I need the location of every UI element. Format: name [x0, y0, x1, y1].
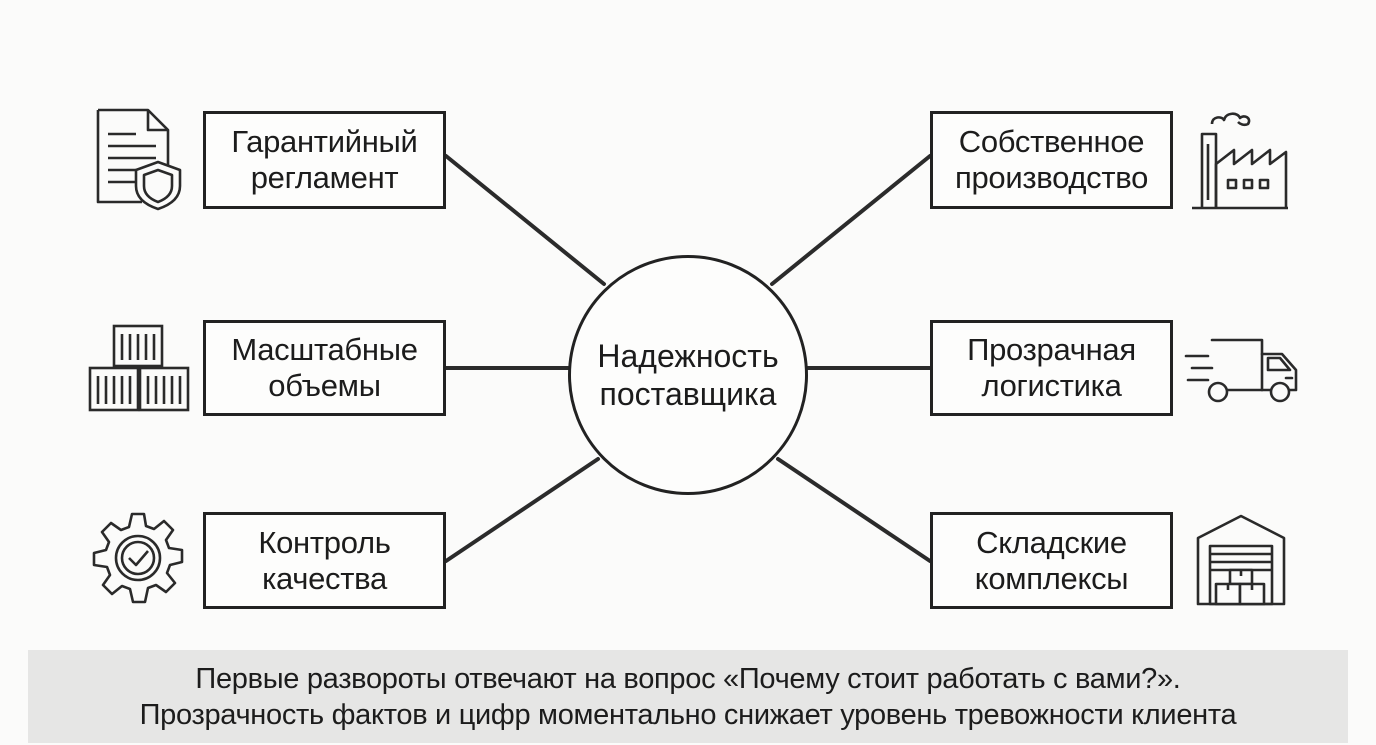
connector-production — [770, 154, 932, 286]
factory-icon — [1190, 104, 1290, 212]
node-quality: Контроль качества — [203, 512, 446, 609]
node-warehouses: Складские комплексы — [930, 512, 1173, 609]
node-warranty: Гарантийный регламент — [203, 111, 446, 209]
connector-warehouses — [776, 457, 932, 563]
gear-check-icon — [88, 510, 188, 610]
node-volumes-line-1: Масштабные — [231, 332, 418, 367]
node-warranty-line-1: Гарантийный — [231, 124, 418, 159]
center-line-2: поставщика — [599, 376, 777, 412]
node-production-line-1: Собственное — [958, 124, 1145, 159]
center-node: Надежность поставщика — [568, 255, 808, 495]
delivery-truck-icon — [1184, 336, 1300, 406]
document-shield-icon — [92, 106, 188, 212]
connector-quality — [444, 457, 600, 563]
center-line-1: Надежность — [597, 338, 779, 374]
node-warehouses-line-2: комплексы — [974, 560, 1129, 596]
node-quality-line-2: качества — [262, 560, 387, 596]
node-warehouses-line-1: Складские — [976, 524, 1127, 560]
footer-line-1: Первые развороты отвечают на вопрос «Поч… — [195, 662, 1181, 695]
warehouse-icon — [1196, 514, 1286, 608]
node-production-line-2: производство — [954, 160, 1149, 195]
node-volumes-line-2: объемы — [268, 368, 381, 403]
node-volumes: Масштабные объемы — [203, 320, 446, 416]
node-logistics-line-1: Прозрачная — [967, 332, 1136, 367]
footer-caption: Первые развороты отвечают на вопрос «Поч… — [28, 650, 1348, 743]
node-logistics: Прозрачная логистика — [930, 320, 1173, 416]
connector-warranty — [444, 154, 606, 286]
node-warranty-line-2: регламент — [250, 160, 399, 195]
containers-icon — [88, 322, 190, 414]
node-quality-line-1: Контроль — [258, 524, 391, 560]
node-production: Собственное производство — [930, 111, 1173, 209]
node-logistics-line-2: логистика — [981, 368, 1122, 403]
footer-line-2: Прозрачность фактов и цифр моментально с… — [139, 698, 1237, 731]
